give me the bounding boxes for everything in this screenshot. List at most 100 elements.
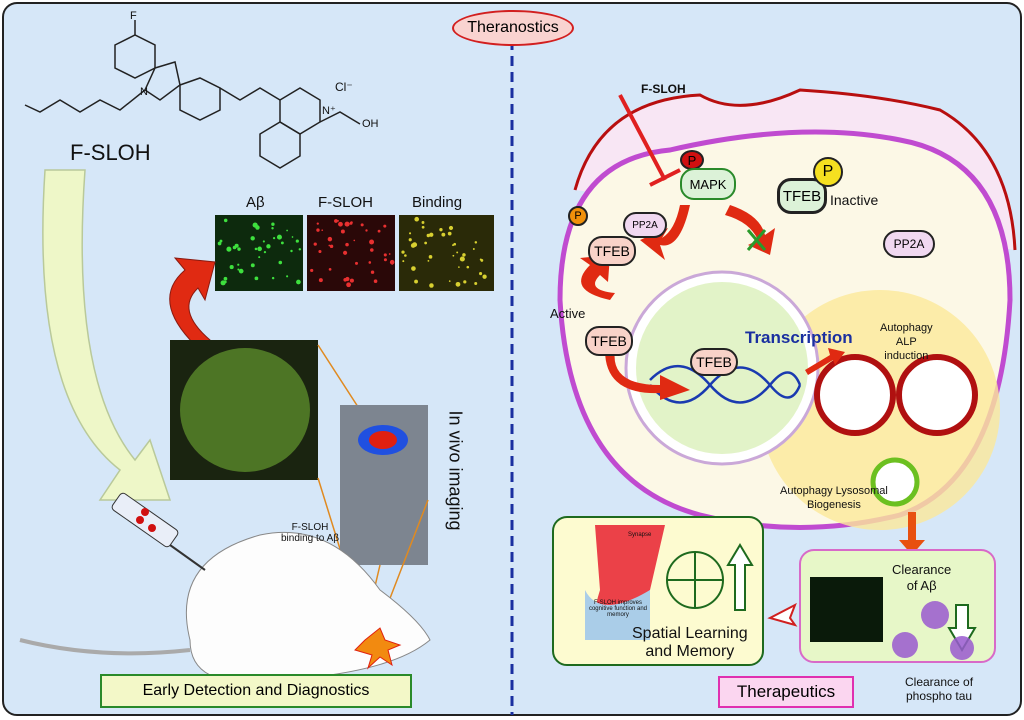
fluorescence-dot — [278, 260, 283, 265]
fluorescence-dot — [448, 225, 454, 231]
page-title: Theranostics — [452, 10, 574, 46]
fluorescence-dot — [368, 261, 372, 264]
fluorescence-dot — [316, 228, 320, 232]
fluorescence-dot — [266, 244, 271, 249]
fluorescence-dot — [373, 279, 378, 283]
autophagy-lysosomal-label: Autophagy Lysosomal Biogenesis — [780, 485, 888, 512]
fluorescence-dot — [401, 250, 405, 254]
synapse-note: F-SLOH improves cognitive function and m… — [588, 600, 648, 618]
fluorescence-dot — [360, 223, 364, 227]
fluorescence-dot — [383, 258, 387, 262]
molecule-label: F-SLOH — [70, 140, 151, 165]
fluorescence-dot — [482, 274, 487, 279]
fluorescence-dot — [263, 251, 267, 254]
fluorescence-dot — [254, 247, 258, 251]
fluorescence-dot — [223, 218, 228, 223]
fluorescence-dot — [474, 281, 478, 285]
fluorescence-dot — [370, 270, 375, 274]
fluorescence-dot — [296, 279, 301, 285]
synapse-label: Synapse — [628, 532, 652, 538]
fluorescence-dot — [455, 281, 461, 287]
autolysosome-1 — [814, 354, 896, 436]
fluorescence-dot — [474, 241, 478, 244]
fluorescence-dot — [237, 247, 241, 251]
atom-cl: Cl⁻ — [335, 80, 353, 94]
fluorescence-dot — [313, 242, 317, 246]
activation-arrow — [640, 205, 690, 260]
fluorescence-dot — [224, 280, 227, 284]
active-label: Active — [550, 306, 586, 321]
fluorescence-dot — [458, 266, 460, 268]
phospho-mapk: P — [680, 150, 704, 170]
fluorescence-dot — [479, 258, 482, 261]
fluorescence-dot — [426, 233, 431, 238]
fluorescence-dot — [441, 232, 446, 237]
fluorescence-dot — [295, 239, 299, 243]
fluorescence-dot — [316, 222, 319, 225]
binding-spot — [354, 627, 402, 670]
fluorescence-dot — [421, 225, 425, 229]
fluorescence-dot — [345, 242, 349, 247]
fluorescence-dot — [369, 239, 375, 245]
autolysosome-2 — [896, 354, 978, 436]
fluorescence-dot — [344, 221, 350, 227]
fluorescence-dot — [383, 253, 387, 257]
fluorescence-dot — [262, 240, 265, 243]
fluorescence-dot — [286, 229, 288, 232]
fluorescence-dot — [280, 241, 284, 245]
syringe — [111, 492, 206, 571]
fluorescence-dot — [349, 278, 354, 283]
tau-tangles — [892, 601, 974, 660]
lysosome — [870, 457, 920, 507]
binding-image — [399, 215, 494, 291]
fluorescence-dot — [408, 238, 412, 242]
fluorescence-dot — [290, 249, 293, 253]
fluorescence-dot — [389, 259, 395, 265]
fluorescence-dot — [402, 260, 405, 263]
fluorescence-dot — [343, 250, 348, 255]
clearance-ab-label: Clearance of Aβ — [892, 562, 952, 593]
autophagy-alp-label: Autophagy ALP induction — [880, 322, 933, 362]
fluorescence-dot — [346, 282, 351, 288]
fluorescence-dot — [271, 276, 275, 280]
fluorescence-dot — [479, 272, 483, 276]
fluorescence-dot — [391, 262, 394, 265]
fluorescence-dot — [349, 221, 353, 225]
image-label-f-sloh: F-SLOH — [318, 194, 374, 211]
fluorescence-dot — [226, 246, 232, 252]
fluorescence-dot — [234, 243, 239, 248]
tfeb-nuclear-node: TFEB — [690, 348, 738, 376]
fluorescence-dot — [383, 224, 387, 228]
fluorescence-dot — [237, 263, 240, 266]
right-molecule-label: F-SLOH — [641, 82, 686, 96]
fluorescence-dot — [409, 232, 412, 235]
fluorescence-dot — [328, 267, 332, 271]
fluorescence-dot — [276, 234, 282, 240]
left-arrow — [767, 602, 798, 627]
spatial-learning-label: Spatial Learning and Memory — [632, 625, 748, 661]
pp2a-free: PP2A — [883, 230, 935, 258]
fluorescence-dot — [327, 236, 333, 242]
tfeb-active-node: TFEB — [585, 326, 633, 356]
fluorescence-dot — [237, 268, 240, 271]
fluorescence-dot — [318, 249, 322, 254]
fluorescence-dot — [223, 276, 228, 281]
fluorescence-dot — [340, 229, 345, 234]
fluorescence-dot — [427, 259, 430, 262]
mapk-node: MAPK — [680, 168, 736, 200]
fluorescence-dot — [412, 242, 418, 248]
fluorescence-dot — [429, 283, 434, 288]
atom-nplus: N⁺ — [322, 105, 336, 117]
fluorescence-dot — [318, 278, 323, 283]
flow-arrow — [42, 169, 172, 501]
fluorescence-dot — [447, 231, 452, 236]
fluorescence-dot — [414, 279, 418, 284]
inactive-label: Inactive — [830, 192, 879, 208]
binding-note: F-SLOH binding to Aβ — [280, 522, 340, 544]
therapeutics-label: Therapeutics — [718, 676, 854, 708]
in-vivo-label: In vivo imaging — [445, 410, 466, 531]
fluorescence-dot — [448, 280, 451, 282]
fluorescence-dot — [321, 229, 324, 231]
fluorescence-dot — [310, 268, 314, 273]
fluorescence-dot — [291, 236, 294, 238]
